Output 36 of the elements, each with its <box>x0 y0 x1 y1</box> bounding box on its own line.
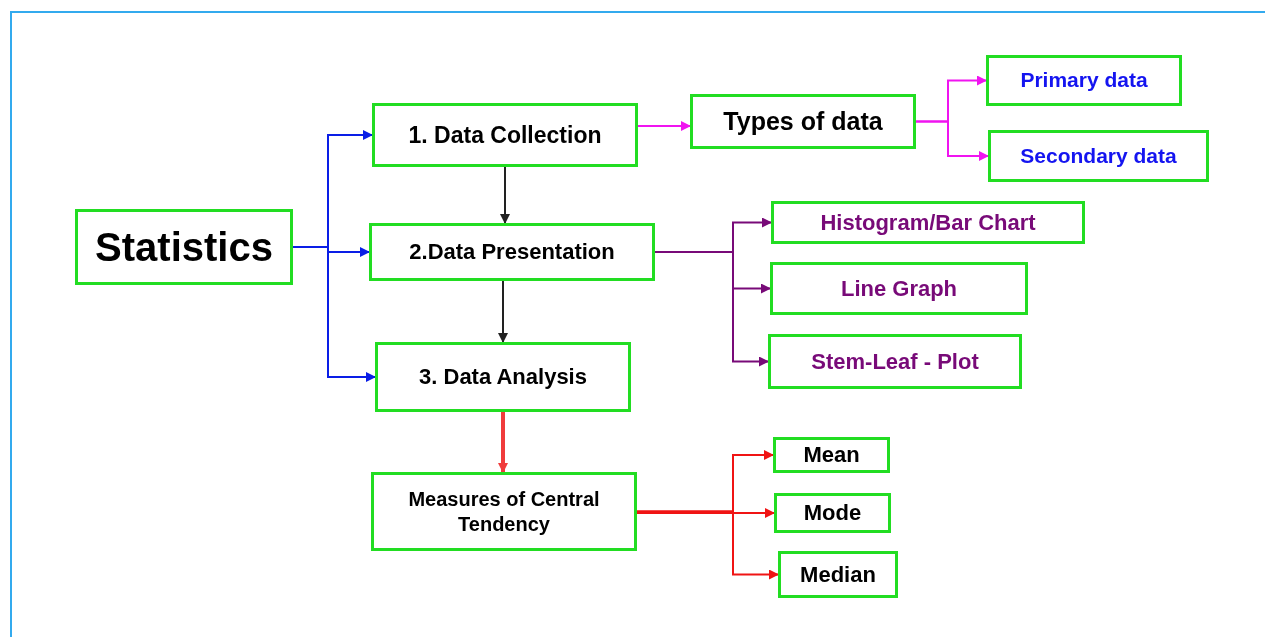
node-label: 2.Data Presentation <box>409 238 615 266</box>
arrow <box>500 166 510 224</box>
process-box <box>986 55 1182 106</box>
process-box <box>375 342 631 412</box>
node-label: Statistics <box>95 224 273 271</box>
node-label: Measures of Central Tendency <box>407 486 601 537</box>
node-label: Median <box>800 560 876 589</box>
arrow <box>636 510 779 580</box>
node-label: Primary data <box>1020 67 1148 94</box>
process-box <box>770 262 1028 315</box>
arrow <box>637 121 691 131</box>
arrow <box>915 120 989 161</box>
node-label: Types of data <box>723 105 883 137</box>
arrow <box>654 251 769 367</box>
process-box <box>771 201 1085 244</box>
process-box <box>371 472 637 551</box>
process-box <box>773 437 890 473</box>
process-box <box>768 334 1022 389</box>
node-label: Histogram/Bar Chart <box>820 208 1036 237</box>
process-box <box>75 209 293 285</box>
arrow <box>636 508 775 518</box>
arrow <box>498 412 508 473</box>
node-label: Stem-Leaf - Plot <box>811 347 979 376</box>
node-label: 3. Data Analysis <box>419 363 587 391</box>
arrow <box>498 280 508 343</box>
process-box <box>372 103 638 167</box>
node-label: Mode <box>803 499 862 527</box>
process-box <box>778 551 898 598</box>
process-box <box>690 94 916 149</box>
process-box <box>988 130 1209 182</box>
node-label: 1. Data Collection <box>408 120 602 150</box>
node-label: Line Graph <box>840 274 958 303</box>
process-box <box>369 223 655 281</box>
node-label: Mean <box>803 441 860 469</box>
node-label: Secondary data <box>1020 142 1177 169</box>
process-box <box>774 493 891 533</box>
